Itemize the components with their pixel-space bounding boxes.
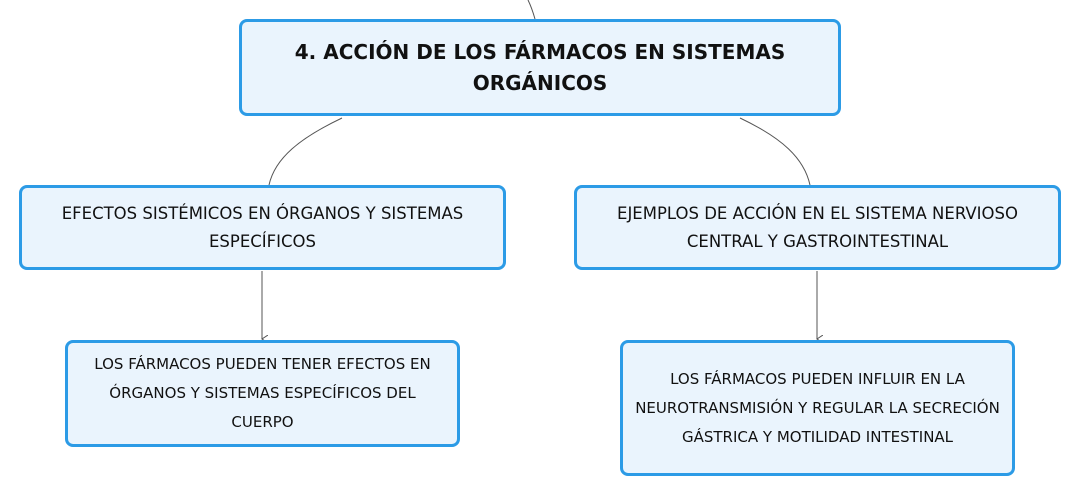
branch-systemic-effects-label: EFECTOS SISTÉMICOS EN ÓRGANOS Y SISTEMAS… bbox=[61, 203, 464, 251]
leaf-neurotransmission-node[interactable]: LOS FÁRMACOS PUEDEN INFLUIR EN LA NEUROT… bbox=[620, 340, 1015, 476]
connector-parent-to-root bbox=[527, 0, 536, 20]
branch-cns-gi-examples-label: EJEMPLOS DE ACCIÓN EN EL SISTEMA NERVIOS… bbox=[617, 203, 1018, 251]
leaf-neurotransmission-label: LOS FÁRMACOS PUEDEN INFLUIR EN LA NEUROT… bbox=[635, 369, 1000, 446]
connector-root-to-right-branch bbox=[739, 117, 811, 186]
leaf-organ-effects-label: LOS FÁRMACOS PUEDEN TENER EFECTOS EN ÓRG… bbox=[94, 355, 431, 431]
root-topic-label: 4. ACCIÓN DE LOS FÁRMACOS EN SISTEMAS OR… bbox=[294, 39, 786, 95]
branch-cns-gi-examples-node[interactable]: EJEMPLOS DE ACCIÓN EN EL SISTEMA NERVIOS… bbox=[574, 185, 1061, 270]
root-topic-node[interactable]: 4. ACCIÓN DE LOS FÁRMACOS EN SISTEMAS OR… bbox=[239, 19, 841, 116]
connector-root-to-left-branch bbox=[268, 117, 343, 186]
branch-systemic-effects-node[interactable]: EFECTOS SISTÉMICOS EN ÓRGANOS Y SISTEMAS… bbox=[19, 185, 506, 270]
leaf-organ-effects-node[interactable]: LOS FÁRMACOS PUEDEN TENER EFECTOS EN ÓRG… bbox=[65, 340, 460, 447]
